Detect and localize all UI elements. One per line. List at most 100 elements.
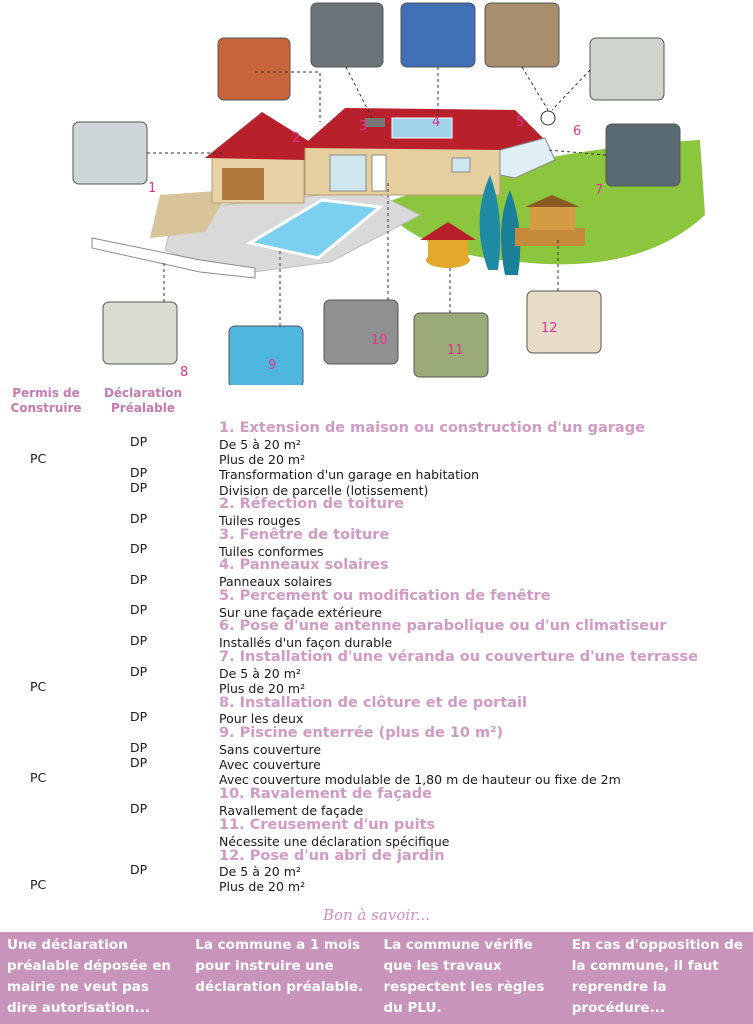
list-item: Plus de 20 m² — [219, 879, 306, 894]
house-illustration: 1 2 3 4 5 6 7 8 9 10 11 12 — [72, 2, 705, 385]
window — [451, 157, 471, 173]
dp-mark: DP — [130, 602, 148, 617]
fence — [91, 237, 256, 279]
dp-mark: DP — [130, 511, 148, 526]
list-item: Nécessite une déclaration spécifique — [219, 834, 450, 849]
dp-mark: DP — [130, 740, 148, 755]
garage-door — [222, 168, 264, 200]
permis-header: Permis de Construire — [6, 386, 86, 416]
list-item: Avec couverture — [219, 757, 321, 772]
callout-5: 5 — [516, 115, 524, 130]
callout-4: 4 — [432, 115, 440, 130]
tips-banner: Une déclaration préalable déposée en mai… — [0, 932, 753, 1024]
section-title-12: 12. Pose d'un abri de jardin — [219, 848, 445, 864]
callout-1: 1 — [148, 181, 156, 196]
antenna-dish — [540, 110, 556, 126]
list-item: Division de parcelle (lotissement) — [219, 483, 429, 498]
list-item: Sur une façade extérieure — [219, 605, 382, 620]
thumbnails — [72, 2, 681, 385]
thumb-5 — [484, 2, 560, 68]
list-item: Plus de 20 m² — [219, 452, 306, 467]
section-title-7: 7. Installation d'une véranda ou couvert… — [219, 649, 699, 665]
list-item: Ravallement de façade — [219, 803, 364, 818]
section-title-1: 1. Extension de maison ou construction d… — [219, 420, 645, 436]
list-item: De 5 à 20 m² — [219, 437, 301, 452]
thumb-9 — [228, 325, 304, 385]
thumb-10 — [323, 299, 399, 365]
section-title-5: 5. Percement ou modification de fenêtre — [219, 588, 551, 604]
dp-mark: DP — [130, 801, 148, 816]
callout-9: 9 — [268, 358, 276, 373]
declaration-header-line-2: Préalable — [110, 401, 175, 415]
permis-header-line-2: Construire — [10, 401, 82, 415]
roof-window — [391, 117, 453, 139]
section-title-3: 3. Fenêtre de toiture — [219, 527, 390, 543]
dp-mark: DP — [130, 862, 148, 877]
list-item: Panneaux solaires — [219, 574, 332, 589]
declaration-header: Déclaration Préalable — [100, 386, 186, 416]
section-title-4: 4. Panneaux solaires — [219, 557, 389, 573]
list-item: Transformation d'un garage en habitation — [219, 467, 480, 482]
section-title-11: 11. Creusement d'un puits — [219, 817, 436, 833]
bon-a-savoir-heading: Bon à savoir... — [323, 906, 430, 924]
driveway — [150, 190, 230, 238]
shed-body — [530, 205, 575, 230]
pc-mark: PC — [30, 770, 47, 785]
dp-mark: DP — [130, 572, 148, 587]
shed-roof — [525, 195, 580, 207]
list-item: Tuiles conformes — [219, 544, 324, 559]
section-title-2: 2. Réfection de toiture — [219, 496, 404, 512]
list-item: Avec couverture modulable de 1,80 m de h… — [219, 772, 621, 787]
pc-mark: PC — [30, 679, 47, 694]
callout-11: 11 — [447, 343, 464, 358]
tip-1: Une déclaration préalable déposée en mai… — [7, 937, 172, 1016]
callout-2: 2 — [292, 131, 300, 146]
small-roof-window — [365, 118, 385, 127]
well-roof — [420, 222, 476, 240]
section-title-8: 8. Installation de clôture et de portail — [219, 695, 527, 711]
dp-mark: DP — [130, 709, 148, 724]
list-item: Sans couverture — [219, 742, 322, 757]
tip-2: La commune a 1 mois pour instruire une d… — [195, 937, 364, 995]
callout-12: 12 — [541, 321, 558, 336]
thumb-3 — [310, 2, 384, 68]
section-title-6: 6. Pose d'une antenne parabolique ou d'u… — [219, 618, 667, 634]
section-title-10: 10. Ravalement de façade — [219, 786, 432, 802]
list-item: De 5 à 20 m² — [219, 666, 301, 681]
thumb-7 — [605, 123, 681, 187]
dp-mark: DP — [130, 434, 148, 449]
pc-mark: PC — [30, 451, 47, 466]
well-body — [428, 240, 468, 260]
pc-mark: PC — [30, 877, 47, 892]
tip-4: En cas d'opposition de la commune, il fa… — [571, 937, 743, 1016]
permis-header-line-1: Permis de — [12, 386, 80, 400]
dp-mark: DP — [130, 541, 148, 556]
thumb-2 — [217, 37, 291, 101]
callout-6: 6 — [573, 124, 581, 139]
list-item: Plus de 20 m² — [219, 681, 306, 696]
veranda — [499, 137, 556, 179]
garage-roof — [205, 112, 315, 160]
list-item: Tuiles rouges — [219, 513, 301, 528]
list-item: De 5 à 20 m² — [219, 864, 301, 879]
callout-7: 7 — [595, 183, 603, 198]
sliding-doors — [329, 154, 367, 192]
callout-8: 8 — [180, 365, 188, 380]
tree-2 — [501, 190, 521, 275]
pool-shape — [245, 198, 384, 260]
section-title-9: 9. Piscine enterrée (plus de 10 m²) — [219, 725, 504, 741]
tip-3: La commune vérifie que les travaux respe… — [383, 937, 545, 1016]
leader-lines — [147, 66, 607, 326]
list-item: Pour les deux — [219, 711, 304, 726]
dp-mark: DP — [130, 633, 148, 648]
thumb-8 — [102, 301, 178, 365]
callout-10: 10 — [371, 333, 388, 348]
callout-3: 3 — [359, 119, 367, 134]
thumb-12 — [526, 290, 602, 354]
list-item: Installés d'un façon durable — [219, 635, 393, 650]
dp-mark: DP — [130, 480, 148, 495]
dp-mark: DP — [130, 664, 148, 679]
thumb-4 — [400, 2, 476, 68]
tree-1 — [479, 175, 501, 270]
dp-mark: DP — [130, 465, 148, 480]
